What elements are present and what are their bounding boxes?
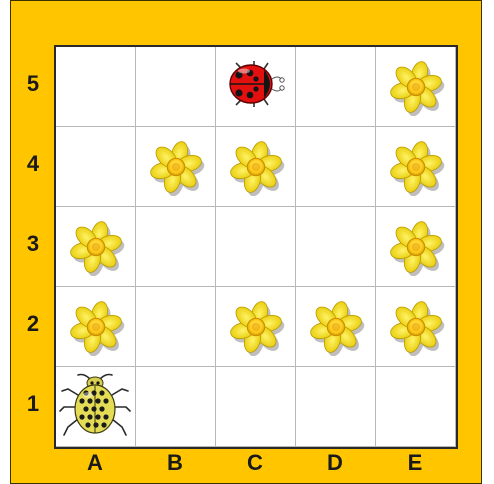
daffodil-icon	[387, 218, 445, 276]
daffodil-icon	[387, 58, 445, 116]
daffodil-icon	[307, 298, 365, 356]
row-label-5: 5	[18, 71, 48, 97]
cell-b2[interactable]	[136, 287, 216, 367]
column-label-e: E	[375, 450, 455, 476]
cell-d5[interactable]	[296, 47, 376, 127]
cell-a4[interactable]	[56, 127, 136, 207]
row-label-3: 3	[18, 231, 48, 257]
cell-a5[interactable]	[56, 47, 136, 127]
daffodil-icon	[387, 298, 445, 356]
cell-c1[interactable]	[216, 367, 296, 447]
game-grid	[54, 45, 458, 449]
daffodil-icon	[67, 298, 125, 356]
cell-b5[interactable]	[136, 47, 216, 127]
cell-b1[interactable]	[136, 367, 216, 447]
ladybug-icon	[224, 59, 290, 114]
cell-d1[interactable]	[296, 367, 376, 447]
row-label-1: 1	[18, 391, 48, 417]
cell-b3[interactable]	[136, 207, 216, 287]
daffodil-icon	[147, 138, 205, 196]
cell-d3[interactable]	[296, 207, 376, 287]
column-label-d: D	[295, 450, 375, 476]
cell-d4[interactable]	[296, 127, 376, 207]
spotted-beetle-icon	[58, 371, 134, 448]
cell-c3[interactable]	[216, 207, 296, 287]
daffodil-icon	[387, 138, 445, 196]
daffodil-icon	[227, 138, 285, 196]
column-label-a: A	[55, 450, 135, 476]
column-label-b: B	[135, 450, 215, 476]
row-label-4: 4	[18, 151, 48, 177]
daffodil-icon	[227, 298, 285, 356]
row-label-2: 2	[18, 311, 48, 337]
column-label-c: C	[215, 450, 295, 476]
daffodil-icon	[67, 218, 125, 276]
cell-e1[interactable]	[376, 367, 456, 447]
